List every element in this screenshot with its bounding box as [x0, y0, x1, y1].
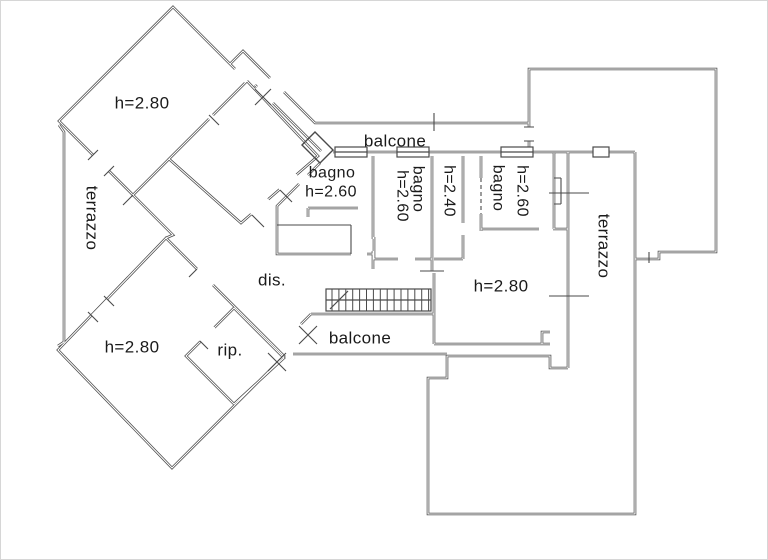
room-label-corridor-height: h=2.40	[440, 165, 458, 217]
window-sill-ticks	[420, 113, 650, 297]
windows	[334, 146, 610, 158]
bath-fixture-lines	[277, 177, 562, 254]
room-label-bath3-name: bagno	[489, 164, 507, 212]
room-label-terrace-left: terrazzo	[82, 185, 102, 251]
door-swing-lines	[87, 88, 318, 372]
room-label-right-height: h=2.80	[473, 276, 529, 296]
room-label-bath3-height: h=2.60	[513, 165, 531, 217]
room-label-hallway: dis.	[257, 270, 287, 290]
room-label-balcony-top: balcone	[363, 131, 427, 151]
room-label-bath1-name: bagno	[308, 164, 356, 182]
walls	[56, 5, 718, 516]
room-label-bath1-height: h=2.60	[305, 183, 357, 201]
room-label-balcony-bottom: balcone	[328, 328, 392, 348]
staircase	[325, 288, 432, 312]
window-icon	[592, 146, 610, 158]
room-label-terrace-right: terrazzo	[594, 213, 614, 279]
room-label-bottom-left-height: h=2.80	[104, 337, 160, 357]
room-label-bath2-height: h=2.60	[393, 170, 411, 222]
entry-step	[301, 131, 334, 164]
room-label-storage: rip.	[217, 340, 243, 360]
room-label-top-left-height: h=2.80	[114, 93, 170, 113]
detail-lines	[87, 88, 650, 372]
